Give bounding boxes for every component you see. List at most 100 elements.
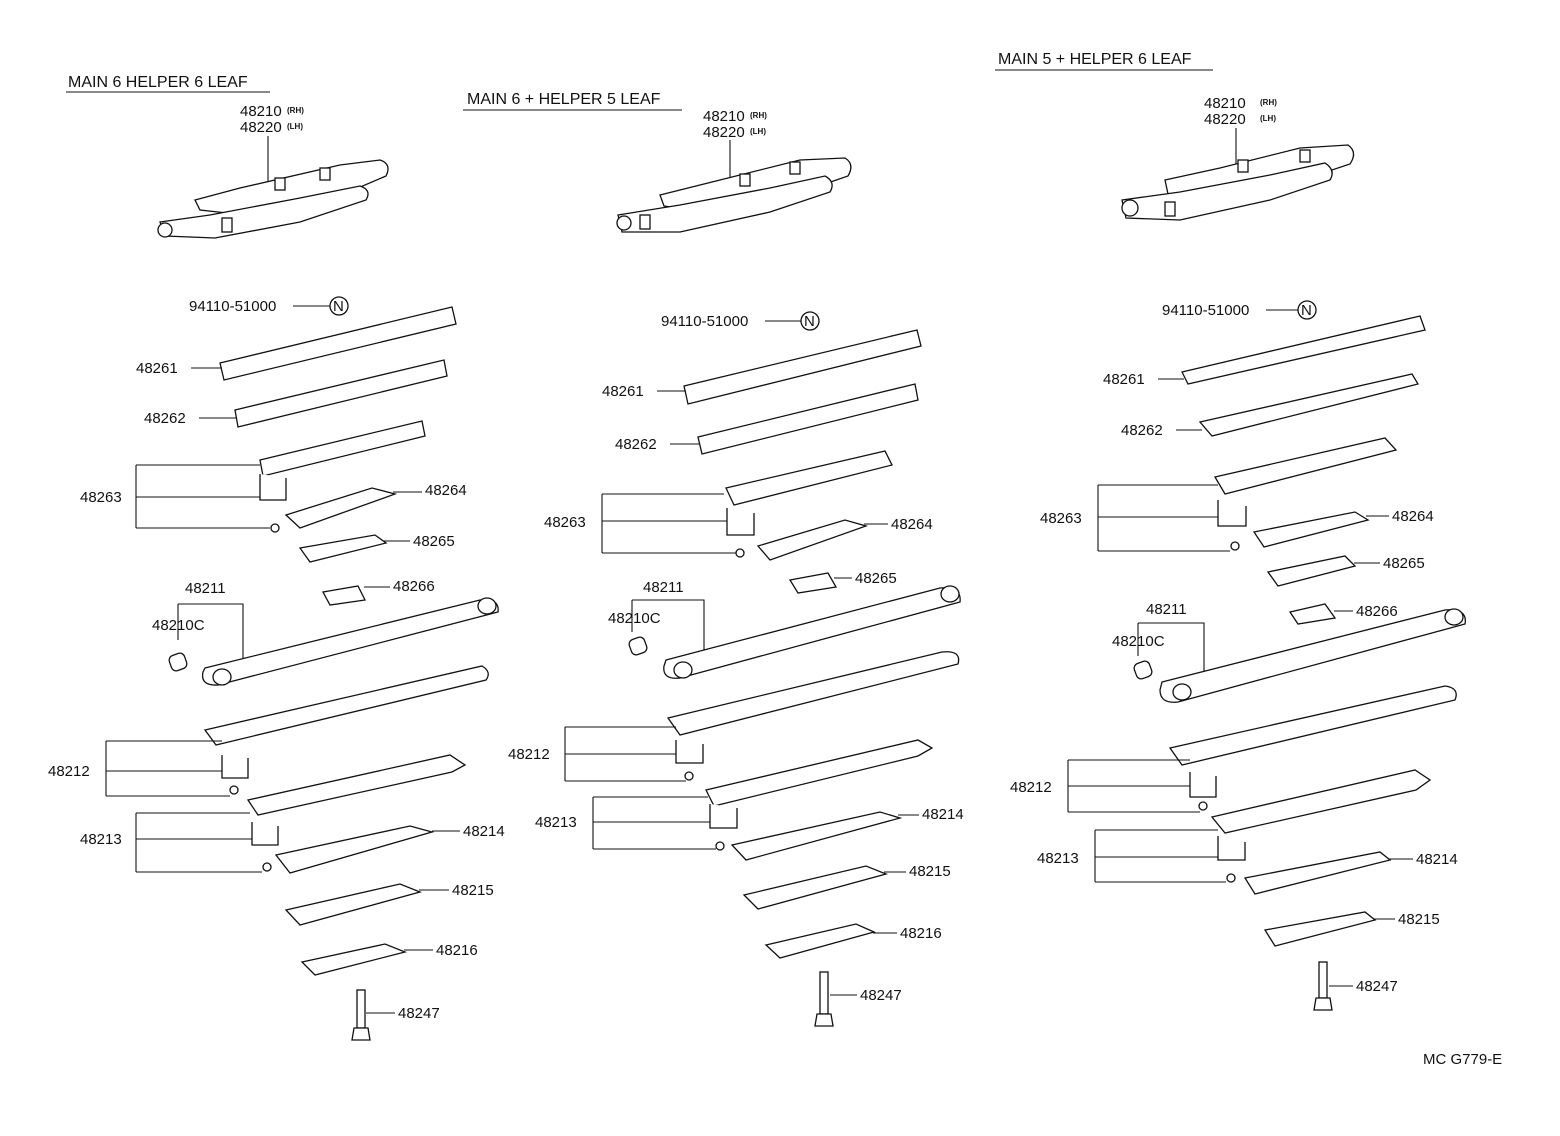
part-label-48264: 48264 bbox=[891, 516, 933, 533]
notice-symbol-letter: N bbox=[804, 313, 815, 330]
leaf-48212 bbox=[705, 739, 934, 807]
leaf-48212 bbox=[246, 754, 467, 816]
clip-48212 bbox=[221, 755, 249, 779]
notice-symbol-letter: N bbox=[1301, 302, 1312, 319]
leaf-48261 bbox=[683, 329, 922, 405]
part-label-48263: 48263 bbox=[80, 489, 122, 506]
column-title: MAIN 6 HELPER 6 LEAF bbox=[68, 74, 248, 91]
rivet bbox=[735, 548, 745, 558]
rivet bbox=[1226, 873, 1236, 883]
leaf-48261 bbox=[1181, 315, 1426, 385]
bracket-leader bbox=[1067, 759, 1200, 813]
part-label-48211: 48211 bbox=[185, 580, 226, 597]
rivet bbox=[1198, 801, 1208, 811]
part-label-48216: 48216 bbox=[900, 925, 942, 942]
leaf-48264 bbox=[756, 519, 869, 561]
bracket-leader bbox=[632, 599, 705, 658]
column-title: MAIN 6 + HELPER 5 LEAF bbox=[467, 91, 661, 108]
leaf-48266 bbox=[1288, 603, 1337, 625]
nut-label: 94110-51000 bbox=[189, 298, 276, 315]
leaf-48211 bbox=[1159, 609, 1466, 703]
leaf-48262 bbox=[234, 359, 448, 428]
leaf-48215 bbox=[284, 883, 423, 926]
leaf-48214 bbox=[1243, 851, 1392, 895]
leaf-48261 bbox=[219, 306, 457, 381]
bushing-48210C bbox=[628, 636, 648, 656]
figure-code: MC G779-E bbox=[1423, 1051, 1502, 1068]
leaf-48216 bbox=[300, 943, 408, 976]
leaf-spring-assembly-image bbox=[1121, 144, 1355, 221]
bushing-48210C bbox=[1133, 660, 1153, 680]
leaf-main-2 bbox=[203, 665, 489, 746]
leaf-spring-assembly-image bbox=[157, 159, 389, 239]
leaf-48263 bbox=[1213, 437, 1398, 495]
assembly-number-lh: 48220 bbox=[703, 124, 745, 141]
part-label-48263: 48263 bbox=[544, 514, 586, 531]
center-bolt-48247 bbox=[814, 971, 834, 1027]
part-label-48215: 48215 bbox=[909, 863, 951, 880]
column-main5-helper6: MAIN 5 + HELPER 6 LEAF 48210 (RH) 48220 … bbox=[995, 51, 1466, 1011]
leaf-48214 bbox=[274, 825, 435, 874]
leaf-main-2 bbox=[666, 651, 960, 736]
column-main6-helper5: MAIN 6 + HELPER 5 LEAF 48210 (RH) 48220 … bbox=[463, 91, 964, 1027]
rivet bbox=[270, 523, 280, 533]
part-label-48247: 48247 bbox=[860, 987, 902, 1004]
leaf-48263 bbox=[725, 450, 893, 506]
leaf-48214 bbox=[730, 811, 903, 861]
clip-48213 bbox=[1217, 836, 1246, 861]
leaf-48212 bbox=[1210, 769, 1432, 834]
leaf-48264 bbox=[284, 487, 398, 529]
spring-eye bbox=[673, 661, 693, 679]
clip-48213 bbox=[709, 804, 738, 829]
bracket-leader bbox=[1094, 829, 1226, 883]
assembly-number-rh: 48210 bbox=[1204, 95, 1246, 112]
column-title: MAIN 5 + HELPER 6 LEAF bbox=[998, 51, 1192, 68]
part-label-48247: 48247 bbox=[398, 1005, 440, 1022]
assembly-number-rh: 48210 bbox=[703, 108, 745, 125]
part-label-48214: 48214 bbox=[1416, 851, 1458, 868]
clip-48263 bbox=[259, 474, 287, 501]
leaf-48265 bbox=[788, 572, 838, 594]
part-label-48264: 48264 bbox=[425, 482, 467, 499]
part-label-48265: 48265 bbox=[1383, 555, 1425, 572]
part-label-48213: 48213 bbox=[535, 814, 577, 831]
part-label-48261: 48261 bbox=[1103, 371, 1145, 388]
clip-48212 bbox=[675, 740, 704, 764]
part-label-48261: 48261 bbox=[602, 383, 644, 400]
part-label-48213: 48213 bbox=[80, 831, 122, 848]
spring-eye bbox=[212, 668, 232, 686]
side-rh-mark: (RH) bbox=[1260, 98, 1277, 107]
spring-eye bbox=[1444, 608, 1464, 626]
leaf-48215 bbox=[742, 865, 889, 910]
part-label-48213: 48213 bbox=[1037, 850, 1079, 867]
rivet bbox=[684, 771, 694, 781]
part-label-48211: 48211 bbox=[1146, 601, 1187, 618]
bracket-leader bbox=[135, 464, 270, 529]
bushing-48210C bbox=[168, 652, 188, 672]
part-label-48262: 48262 bbox=[1121, 422, 1163, 439]
bracket-leader bbox=[564, 726, 686, 782]
part-label-48263: 48263 bbox=[1040, 510, 1082, 527]
assembly-number-lh: 48220 bbox=[1204, 111, 1246, 128]
rivet bbox=[1230, 541, 1240, 551]
bracket-leader bbox=[601, 493, 736, 554]
part-label-48266: 48266 bbox=[1356, 603, 1398, 620]
part-label-48215: 48215 bbox=[452, 882, 494, 899]
bracket-leader bbox=[135, 812, 262, 873]
leaf-48216 bbox=[764, 923, 876, 959]
notice-symbol bbox=[800, 311, 820, 331]
column-main6-helper6: MAIN 6 HELPER 6 LEAF 48210 (RH) 48220 (L… bbox=[48, 74, 505, 1041]
bracket-leader bbox=[1138, 622, 1205, 682]
part-label-48261: 48261 bbox=[136, 360, 178, 377]
clip-48263 bbox=[726, 508, 755, 536]
part-label-48247: 48247 bbox=[1356, 978, 1398, 995]
side-rh-mark: (RH) bbox=[750, 111, 767, 120]
leaf-48266 bbox=[321, 585, 366, 606]
side-lh-mark: (LH) bbox=[750, 127, 766, 136]
spring-eye bbox=[477, 597, 497, 615]
part-label-48262: 48262 bbox=[144, 410, 186, 427]
bracket-leader bbox=[178, 603, 244, 665]
part-label-48214: 48214 bbox=[463, 823, 505, 840]
leaf-spring-assembly-image bbox=[616, 157, 852, 233]
